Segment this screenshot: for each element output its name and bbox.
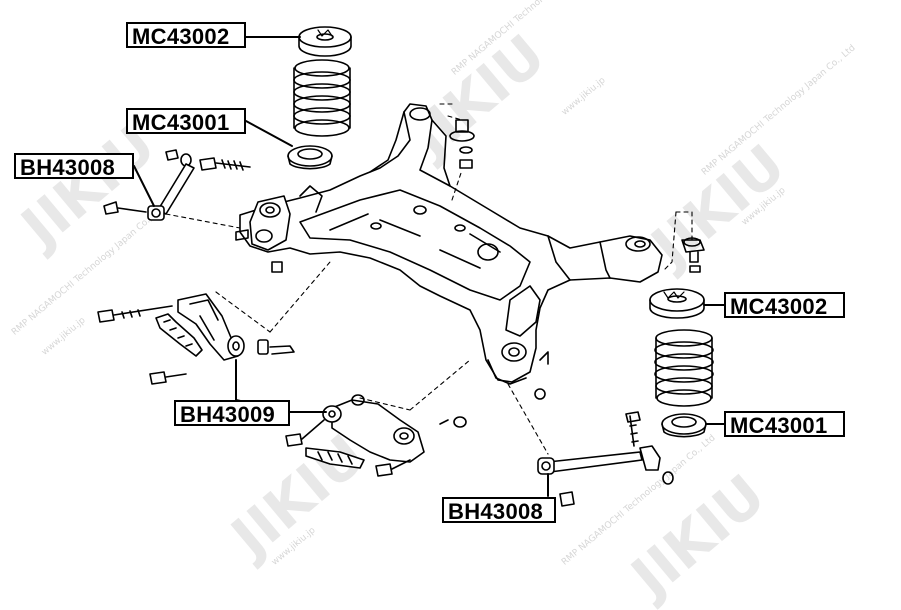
part-label-mc43001-right: MC43001 <box>724 411 845 438</box>
part-label-mc43002-right: MC43002 <box>724 292 845 319</box>
left-mount <box>235 185 323 251</box>
part-label-mc43001-upper: MC43001 <box>126 108 246 135</box>
spring-seat-upper-left <box>298 26 352 57</box>
bolt-top-left <box>165 149 251 171</box>
subframe <box>239 103 663 385</box>
assembly-guides <box>165 103 693 455</box>
spring-seat-lower-right <box>661 413 707 438</box>
part-label-bh43008-bottom: BH43008 <box>442 497 556 524</box>
part-label-mc43002-upper: MC43002 <box>126 22 246 49</box>
suspension-drawing <box>97 26 725 507</box>
trailing-arm-left <box>97 293 295 385</box>
part-label-bh43009: BH43009 <box>174 400 290 427</box>
spring-seat-upper-right <box>649 288 705 319</box>
diagram-canvas: JIKIU JIKIU JIKIU JIKIU JIKIU RMP NAGAMO… <box>10 0 858 610</box>
spring-seat-lower-left <box>287 145 333 170</box>
lower-link-right <box>534 388 674 507</box>
part-label-bh43008-left: BH43008 <box>14 153 134 180</box>
coil-spring-left <box>293 59 351 137</box>
lower-control-arm <box>285 394 467 477</box>
coil-spring-right <box>654 329 714 407</box>
upper-link-left <box>103 163 195 221</box>
